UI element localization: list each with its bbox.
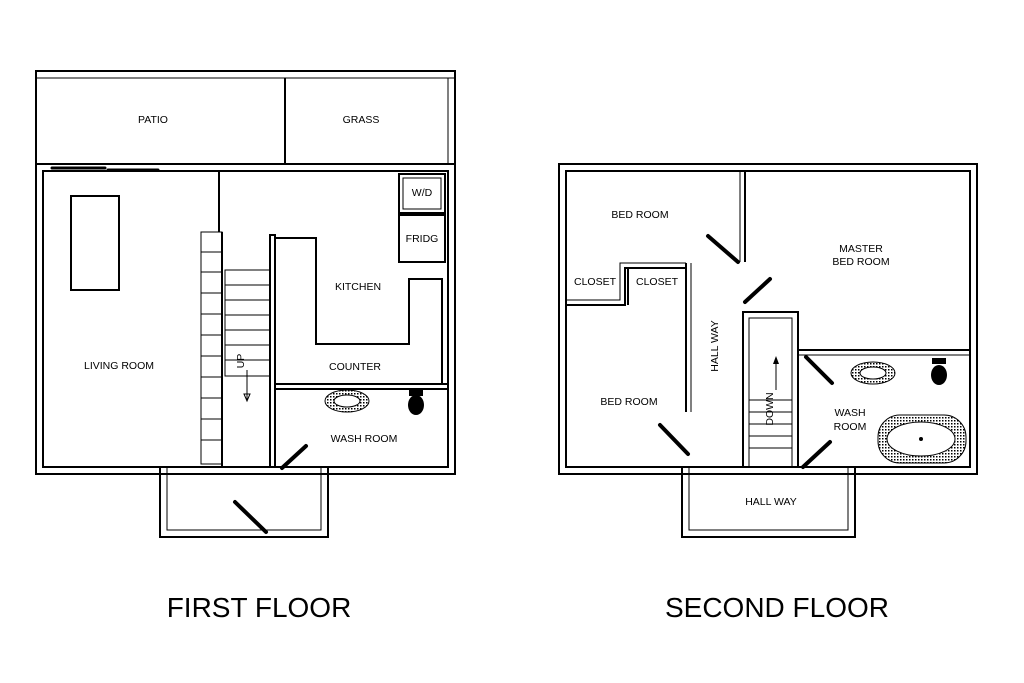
- washer-dryer-box: [398, 173, 446, 214]
- first-floor-plan: PATIO GRASS W/D FRIDG KITCHEN LIVING ROO…: [35, 70, 456, 623]
- master-door: [743, 277, 772, 304]
- stairs-down-label: DOWN: [764, 392, 776, 425]
- washer-dryer-label: W/D: [412, 187, 433, 199]
- bed-room-bottom-door: [658, 423, 690, 456]
- kitchen-label: KITCHEN: [335, 281, 381, 293]
- bed-room-bottom-label: BED ROOM: [600, 396, 657, 408]
- hall-way-bottom-label: HALL WAY: [745, 496, 797, 508]
- second-floor-walls: [558, 163, 978, 538]
- counter-label: COUNTER: [329, 361, 381, 373]
- closet-right-label: CLOSET: [636, 276, 679, 288]
- first-floor-stairs: [200, 231, 276, 468]
- living-room-table: [70, 195, 120, 291]
- wash-room-door-bottom: [801, 440, 832, 469]
- wash-room-door-top: [804, 355, 834, 385]
- wash-room-label-line1: WASH: [834, 407, 865, 419]
- master-bed-room-label-line1: MASTER: [839, 243, 883, 255]
- entry-door: [233, 500, 268, 534]
- bed-room-top-label: BED ROOM: [611, 209, 668, 221]
- patio-area: [35, 70, 456, 165]
- closet-left-label: CLOSET: [574, 276, 617, 288]
- toilet-icon: [408, 395, 424, 415]
- first-floor-walls: [35, 163, 456, 538]
- kitchen-counter: [275, 237, 448, 390]
- toilet-icon: [931, 365, 947, 385]
- first-floor-title: FIRST FLOOR: [167, 592, 352, 623]
- master-bed-room-label-line2: BED ROOM: [832, 256, 889, 268]
- patio-label: PATIO: [138, 114, 168, 126]
- grass-label: GRASS: [343, 114, 380, 126]
- bed-room-top-door: [706, 234, 740, 264]
- wash-room-door: [280, 444, 308, 470]
- hall-way-vertical-label: HALL WAY: [709, 320, 721, 372]
- second-floor-title: SECOND FLOOR: [665, 592, 889, 623]
- stairs-up-label: UP: [235, 354, 247, 369]
- wash-room-label: WASH ROOM: [331, 433, 398, 445]
- fridge-label: FRIDG: [406, 233, 439, 245]
- wash-room-label-line2: ROOM: [834, 421, 867, 433]
- fridge-box: [398, 214, 446, 263]
- living-room-label: LIVING ROOM: [84, 360, 154, 372]
- second-floor-plan: BED ROOM CLOSET CLOSET MASTER BED ROOM H…: [558, 163, 978, 623]
